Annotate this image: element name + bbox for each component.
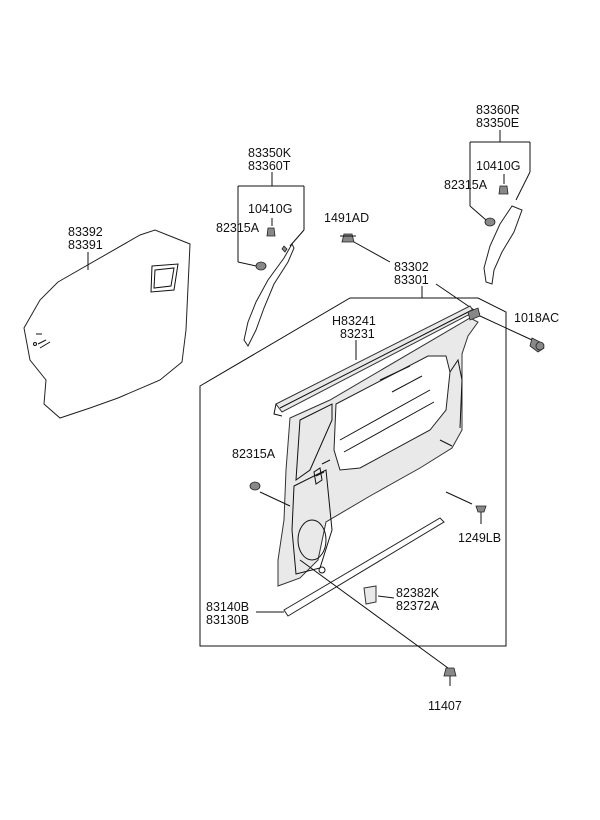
label-82315A-rear: 82315A	[444, 178, 488, 192]
clip-1491AD	[340, 233, 356, 243]
label-10410G-front: 10410G	[248, 202, 292, 216]
label-83360T: 83360T	[248, 159, 291, 173]
label-83302: 83302	[394, 260, 429, 274]
label-82315A-lower: 82315A	[232, 447, 276, 461]
label-83350E: 83350E	[476, 116, 519, 130]
leader-1491AD	[353, 241, 391, 263]
label-10410G-rear: 10410G	[476, 159, 520, 173]
clip-10410G-front	[266, 227, 276, 237]
rear-pillar-trim	[483, 205, 523, 285]
label-83301: 83301	[394, 273, 429, 287]
label-83392: 83392	[68, 225, 103, 239]
label-83350K: 83350K	[248, 146, 292, 160]
label-1018AC: 1018AC	[514, 311, 559, 325]
label-82315A-front: 82315A	[216, 221, 260, 235]
clip-82315A-rear	[484, 217, 496, 227]
screw-1018AC	[529, 337, 545, 353]
label-83140B: 83140B	[206, 600, 249, 614]
label-82372A: 82372A	[396, 599, 440, 613]
label-83391: 83391	[68, 238, 103, 252]
door-trim-assembly	[199, 283, 507, 647]
clip-10410G-rear	[498, 185, 509, 195]
label-11407: 11407	[428, 699, 462, 713]
label-83360R: 83360R	[476, 103, 520, 117]
front-pillar-leaders	[237, 172, 305, 267]
label-83231: 83231	[340, 327, 375, 341]
front-pillar-trim	[243, 242, 295, 347]
label-83130B: 83130B	[206, 613, 249, 627]
screw-1249LB	[475, 505, 487, 524]
label-H83241: H83241	[332, 314, 376, 328]
screw-11407	[443, 667, 457, 686]
clip-82315A-front	[255, 261, 267, 271]
door-outer-panel	[23, 229, 191, 419]
label-1491AD: 1491AD	[324, 211, 369, 225]
assembly-leaders	[256, 315, 533, 669]
label-1249LB: 1249LB	[458, 531, 501, 545]
clip-82315A-lower	[249, 481, 261, 491]
label-82382K: 82382K	[396, 586, 440, 600]
rear-pillar-leaders	[469, 130, 531, 221]
